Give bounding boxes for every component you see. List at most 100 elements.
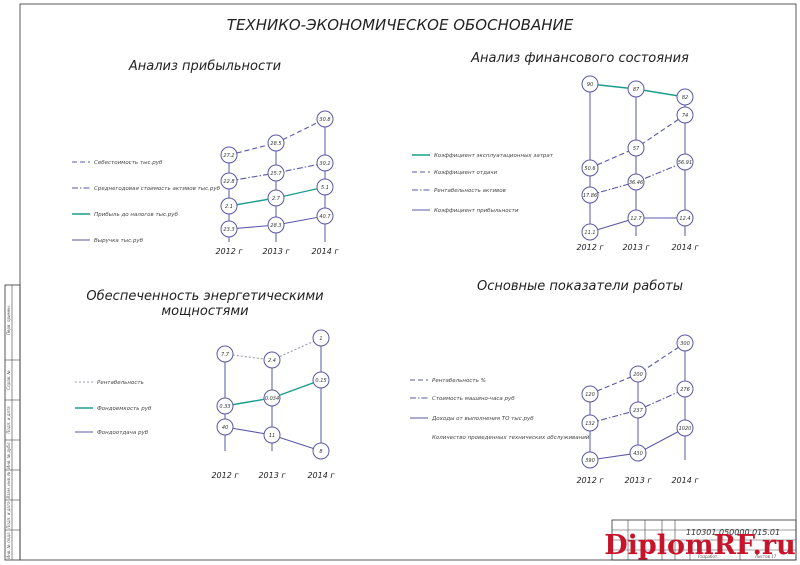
data-node (581, 414, 599, 432)
stamp-small-1: Разработ. (698, 554, 719, 559)
data-node (312, 329, 330, 347)
side-label: Подп. и дата (6, 501, 11, 529)
data-node-label: 28.5 (270, 141, 281, 147)
data-node (263, 389, 281, 407)
data-node-label: 11 (269, 433, 275, 439)
data-node-label: 90 (587, 82, 593, 88)
data-node-label: 300 (680, 341, 690, 347)
year-label: 2013 г (262, 247, 290, 256)
side-label: Перв. примен. (6, 305, 11, 335)
data-node (581, 159, 599, 177)
legend-entry: Количество проведенных технических обслу… (432, 435, 590, 441)
data-node-label: 11.1 (584, 230, 595, 236)
year-label: 2013 г (624, 476, 652, 485)
data-node-label: 0.034 (265, 396, 279, 402)
data-node-label: 7.7 (221, 352, 230, 358)
side-label: Инв. № подл. (6, 531, 11, 559)
legend-entry: Рентабельность % (432, 378, 486, 384)
legend-entry: Фондоемкость руб (97, 406, 152, 412)
data-node (216, 345, 234, 363)
data-node (267, 216, 285, 234)
data-node (220, 172, 238, 190)
data-node (263, 426, 281, 444)
left-strip (4, 284, 21, 561)
diagram-layer: Анализ прибыльности 2012 г 2013 г 2014 г Себ… (72, 51, 699, 485)
data-node (676, 380, 694, 398)
year-label: 2013 г (622, 243, 650, 252)
data-node-label: 120 (585, 392, 595, 398)
legend-entry: Рентабельность активов (434, 188, 506, 194)
data-node (267, 189, 285, 207)
data-node (263, 351, 281, 369)
data-node (312, 442, 330, 460)
data-node (627, 209, 645, 227)
data-node-label: 30.2 (319, 161, 330, 167)
data-node (676, 88, 694, 106)
data-node-label: 132 (585, 421, 595, 427)
data-node-label: 12.4 (679, 216, 690, 222)
legend-entry: Себестоимость тыс.руб (94, 160, 163, 166)
data-node (267, 164, 285, 182)
data-node-label: 30.8 (319, 117, 330, 123)
side-label: Справ. № (6, 370, 11, 389)
data-node (316, 178, 334, 196)
data-node (581, 451, 599, 469)
diagram-title: Анализ финансового состояния (470, 51, 689, 66)
data-node (216, 418, 234, 436)
data-node-label: 390 (585, 458, 595, 464)
diagram-title: Анализ прибыльности (128, 59, 281, 74)
data-node-label: 1020 (679, 426, 692, 432)
year-label: 2014 г (311, 247, 339, 256)
stamp-code: 110301.050000.015.01 (686, 528, 780, 537)
diagram-3: Обеспеченность энергетическимимощностями… (75, 289, 335, 480)
side-label: Взам. инв. № (6, 471, 11, 498)
year-label: 2012 г (215, 247, 243, 256)
data-node-label: 40.7 (319, 214, 331, 220)
data-node-label: 5.1 (321, 185, 329, 191)
data-node (676, 106, 694, 124)
data-node (627, 139, 645, 157)
data-node-label: 50.6 (584, 166, 595, 172)
legend-entry: Рентабельность (97, 380, 144, 386)
sheet-frame (19, 3, 797, 561)
data-node-label: 74 (682, 113, 688, 119)
data-node (267, 134, 285, 152)
data-node-label: 36.46 (629, 180, 643, 186)
data-node-label: 1 (319, 336, 322, 342)
data-node (581, 75, 599, 93)
data-node (676, 334, 694, 352)
year-label: 2013 г (258, 471, 286, 480)
data-node-label: 23.3 (223, 227, 234, 233)
data-node-label: 82 (682, 95, 688, 101)
data-node (581, 223, 599, 241)
data-node (312, 371, 330, 389)
legend-entry: Коэффициент эксплуатационных затрат (434, 153, 554, 159)
legend-entry: Стоимость машино-часа руб (432, 396, 515, 402)
data-node-label: 0.15 (315, 378, 326, 384)
data-node-label: 87 (633, 87, 640, 93)
data-node (316, 110, 334, 128)
data-node-label: 56.91 (678, 160, 692, 166)
data-node (676, 209, 694, 227)
year-label: 2012 г (576, 476, 604, 485)
year-label: 2014 г (671, 243, 699, 252)
year-label: 2014 г (307, 471, 335, 480)
year-label: 2014 г (671, 476, 699, 485)
data-node (676, 419, 694, 437)
data-node (581, 385, 599, 403)
diagram-title: Обеспеченность энергетическими (86, 289, 323, 304)
legend-entry: Среднегодовая стоимость активов тыс.руб (94, 186, 221, 192)
legend-entry: Фондоотдача руб (97, 430, 149, 436)
side-label: Инв. № дубл. (6, 441, 11, 468)
data-node (316, 154, 334, 172)
stamp-small-2: Листов 17 (754, 554, 777, 559)
data-node-label: 8 (319, 449, 322, 455)
data-node (220, 220, 238, 238)
data-node (676, 153, 694, 171)
side-label: Подп. и дата (6, 406, 11, 434)
data-node-label: 17.86 (583, 193, 597, 199)
year-label: 2012 г (211, 471, 239, 480)
data-node-label: 57 (633, 146, 640, 152)
